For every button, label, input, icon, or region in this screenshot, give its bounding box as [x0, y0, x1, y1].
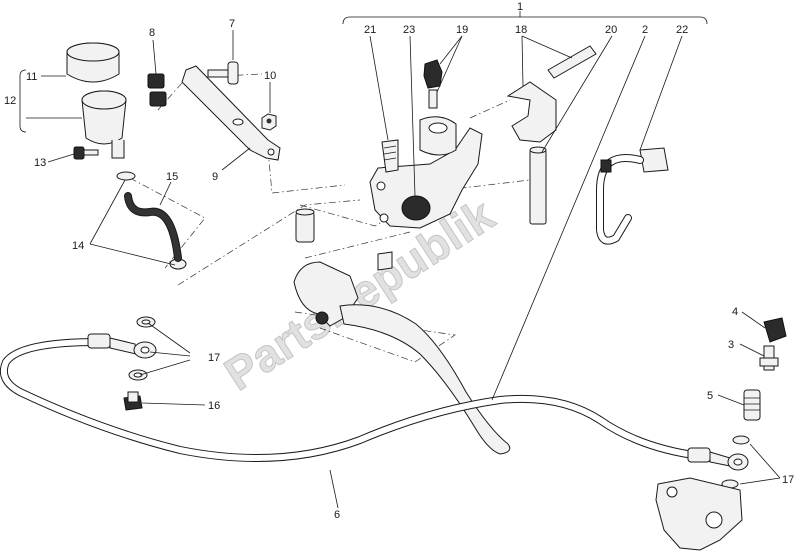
- pivot-bolt-20: [529, 146, 547, 225]
- callout-labels: 1 21 23 19 18 20 2 22 8 7 11 12 10 13 9 …: [4, 1, 794, 521]
- screw-13: [73, 146, 99, 160]
- callout-16: 16: [208, 400, 220, 412]
- reservoir-hose: [124, 192, 182, 262]
- callout-19: 19: [456, 24, 468, 36]
- callout-1: 1: [517, 1, 523, 13]
- callout-3: 3: [728, 339, 734, 351]
- callout-17-left: 17: [208, 352, 220, 364]
- clutch-hose-6: [0, 333, 749, 471]
- rubber-spacers: [147, 73, 167, 107]
- callout-8: 8: [149, 27, 155, 39]
- spring-21: [381, 139, 399, 173]
- callout-10: 10: [264, 70, 276, 82]
- callout-21: 21: [364, 24, 376, 36]
- watermark: PartsRepublik: [215, 188, 503, 400]
- clutch-lever: [293, 261, 511, 455]
- group-bracket-12: [19, 69, 27, 133]
- bleed-valve-3: [759, 345, 779, 371]
- washers-17-right: [721, 435, 750, 489]
- callout-22: 22: [676, 24, 688, 36]
- callout-6: 6: [334, 509, 340, 521]
- callout-7: 7: [229, 18, 235, 30]
- nut-10: [261, 113, 277, 131]
- callout-17-right: 17: [782, 474, 794, 486]
- clutch-switch-22: [596, 147, 669, 245]
- callout-11: 11: [26, 71, 37, 83]
- callout-12: 12: [4, 95, 16, 107]
- bleed-cap-4: [763, 317, 787, 343]
- pushrod-23: [295, 208, 393, 271]
- callout-4: 4: [732, 306, 738, 318]
- callout-5: 5: [707, 390, 713, 402]
- group-bracket-1: [342, 16, 708, 25]
- callout-13: 13: [34, 157, 46, 169]
- reservoir-cap: [66, 42, 120, 83]
- callout-2: 2: [642, 24, 648, 36]
- banjo-bolt-16: [123, 391, 143, 411]
- callout-18: 18: [515, 24, 527, 36]
- clamp-18: [506, 45, 597, 143]
- callout-9: 9: [212, 171, 218, 183]
- reservoir-bracket: [181, 65, 281, 161]
- screw-7: [207, 61, 239, 85]
- callout-23: 23: [403, 24, 415, 36]
- banjo-bolt-5: [743, 389, 761, 421]
- screw-cap-19: [423, 59, 443, 109]
- slave-cylinder: [655, 477, 743, 551]
- leader-lines: [26, 30, 781, 509]
- callout-15: 15: [166, 171, 178, 183]
- master-cylinder-body: [369, 116, 483, 229]
- callout-14: 14: [72, 240, 84, 252]
- callout-20: 20: [605, 24, 617, 36]
- reservoir-body: [81, 90, 127, 159]
